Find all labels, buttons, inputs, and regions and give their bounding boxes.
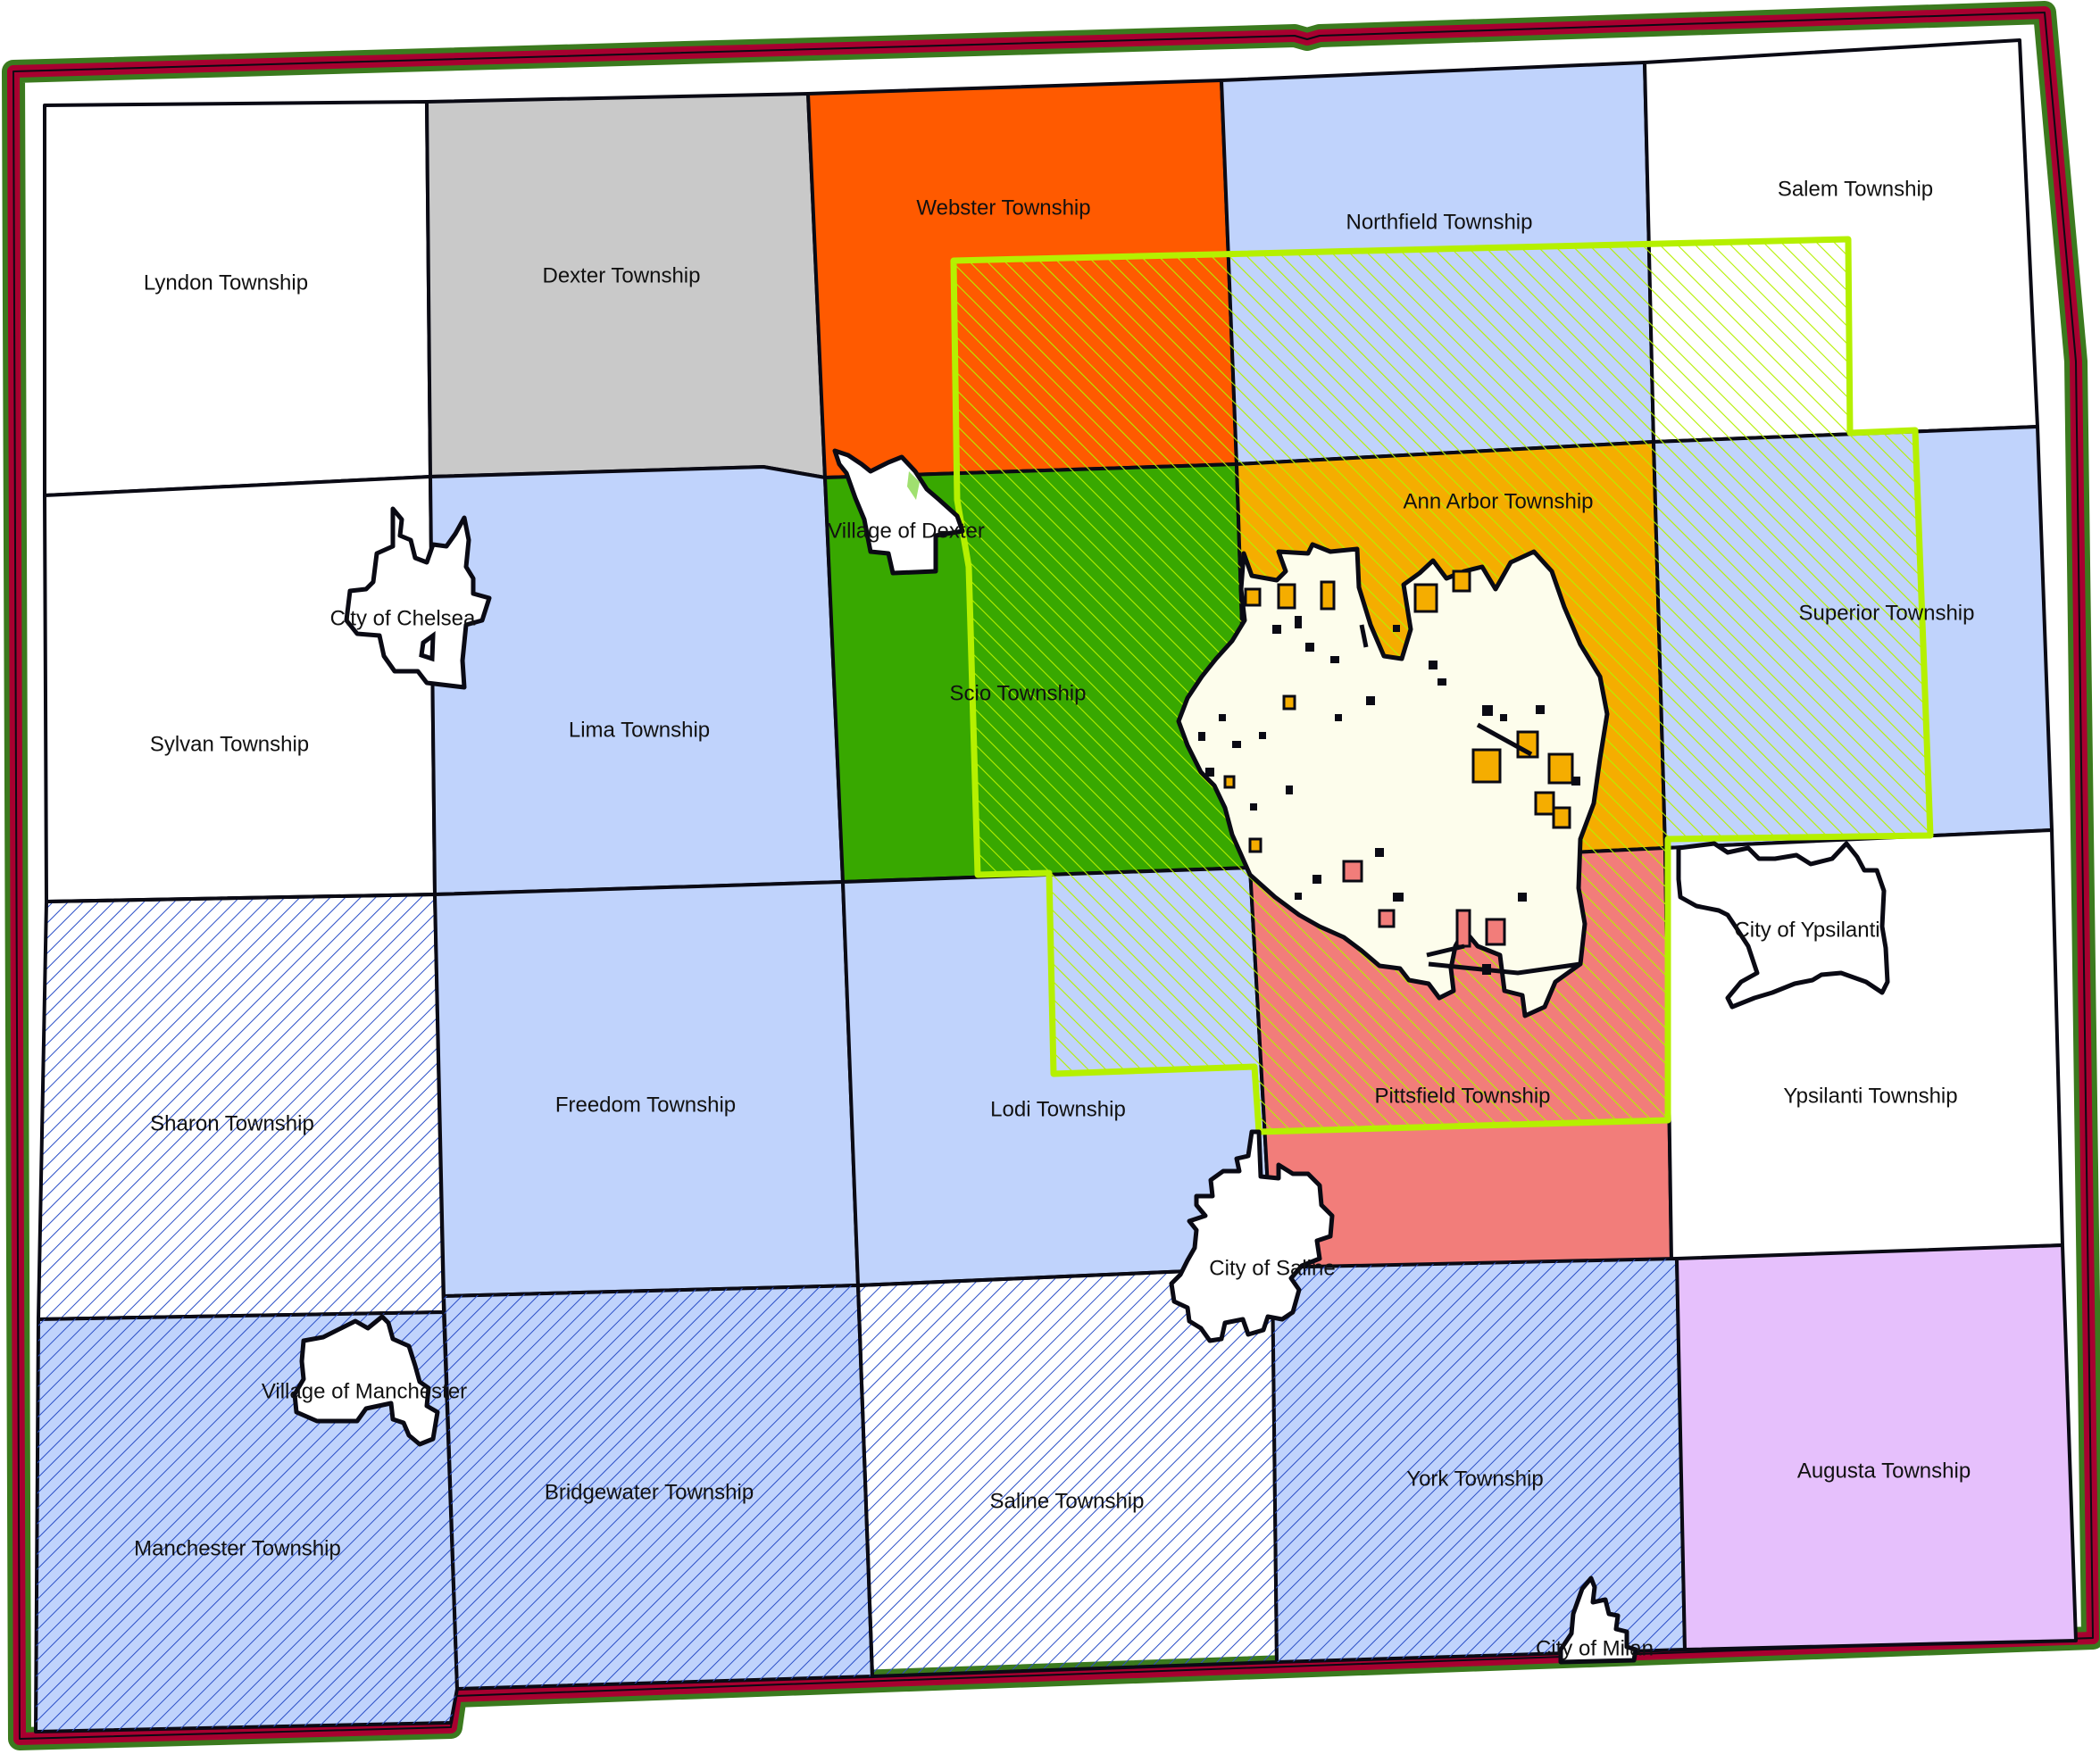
label-northfield-township: Northfield Township — [1346, 210, 1532, 234]
label-york-township: York Township — [1406, 1467, 1543, 1491]
label-city-of-ypsilanti: City of Ypsilanti — [1734, 918, 1879, 942]
village-of-dexter-area[interactable] — [832, 448, 965, 576]
label-village-of-dexter: Village of Dexter — [828, 519, 985, 543]
label-freedom-township: Freedom Township — [555, 1093, 736, 1117]
city-of-milan-area[interactable] — [1558, 1575, 1638, 1665]
label-dexter-township: Dexter Township — [543, 263, 701, 287]
city-of-ypsilanti-area[interactable] — [1676, 841, 1890, 1010]
label-ypsilanti-township: Ypsilanti Township — [1783, 1084, 1957, 1108]
village-of-manchester-area[interactable] — [292, 1314, 440, 1447]
label-city-of-saline: City of Saline — [1209, 1256, 1335, 1280]
sharon-township-area[interactable] — [37, 893, 446, 1321]
bridgewater-township-area[interactable] — [442, 1284, 874, 1691]
lyndon-township-area[interactable] — [43, 100, 432, 497]
label-sharon-township: Sharon Township — [150, 1111, 314, 1135]
label-scio-township: Scio Township — [950, 681, 1087, 705]
label-salem-township: Salem Township — [1778, 177, 1933, 201]
city-of-ann-arbor[interactable] — [1176, 542, 1610, 1018]
label-lodi-township: Lodi Township — [990, 1097, 1126, 1121]
city-of-chelsea-area[interactable] — [344, 506, 492, 690]
label-superior-township: Superior Township — [1798, 601, 1974, 625]
label-manchester-township: Manchester Township — [134, 1536, 341, 1560]
label-pittsfield-township: Pittsfield Township — [1375, 1084, 1551, 1108]
label-webster-township: Webster Township — [916, 195, 1090, 220]
label-city-of-milan: City of Milan — [1536, 1636, 1654, 1660]
york-township-area[interactable] — [1271, 1257, 1687, 1664]
label-augusta-township: Augusta Township — [1797, 1459, 1971, 1483]
lima-township-area[interactable] — [429, 465, 845, 896]
municipalities — [292, 448, 1890, 1665]
label-saline-township: Saline Township — [989, 1489, 1144, 1513]
label-village-of-manchester: Village of Manchester — [262, 1379, 467, 1403]
label-city-of-chelsea: City of Chelsea — [330, 606, 476, 630]
sylvan-township-area[interactable] — [43, 475, 437, 903]
label-lima-township: Lima Township — [569, 718, 710, 742]
label-bridgewater-township: Bridgewater Township — [545, 1480, 754, 1504]
freedom-township-area[interactable] — [433, 880, 860, 1298]
augusta-township-area[interactable] — [1675, 1243, 2078, 1651]
label-sylvan-township: Sylvan Township — [150, 732, 309, 756]
city-of-saline-area[interactable] — [1169, 1129, 1335, 1343]
label-ann-arbor-township: Ann Arbor Township — [1403, 489, 1593, 513]
label-lyndon-township: Lyndon Township — [144, 270, 308, 295]
region-labels: Lyndon Township Dexter Township Webster … — [134, 177, 1974, 1660]
